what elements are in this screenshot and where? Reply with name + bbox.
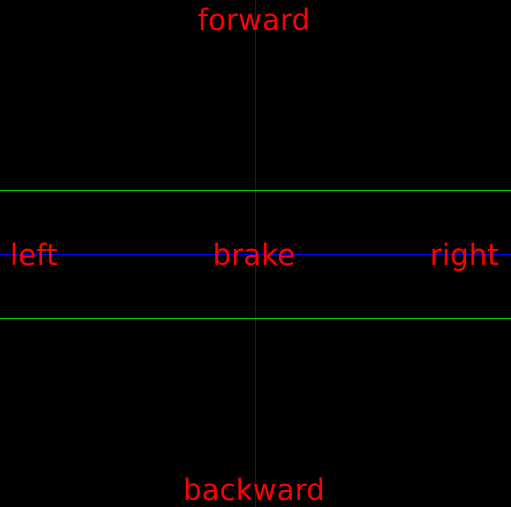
backward-label[interactable]: backward xyxy=(183,473,325,507)
brake-zone-bottom-line xyxy=(0,318,511,319)
forward-label[interactable]: forward xyxy=(197,3,311,37)
right-label[interactable]: right xyxy=(429,238,499,272)
brake-label[interactable]: brake xyxy=(212,238,296,272)
brake-zone-top-line xyxy=(0,190,511,191)
left-label[interactable]: left xyxy=(10,238,58,272)
